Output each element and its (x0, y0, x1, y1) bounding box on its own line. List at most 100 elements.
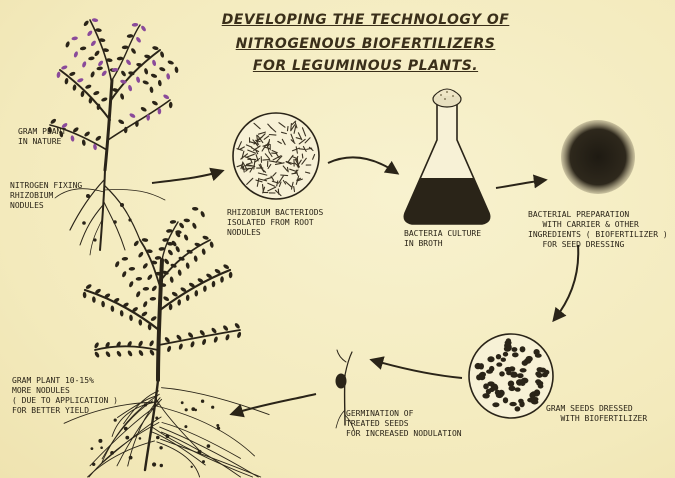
leaflet-mark (177, 269, 182, 276)
title-line-2: NITROGENOUS BIOFERTILIZERS (28, 36, 675, 52)
leaflet-mark (200, 211, 206, 218)
leaflet-mark (167, 249, 174, 256)
arrow-seeds-to-seedling (372, 360, 462, 378)
seed-mark (501, 358, 506, 362)
leaflet-mark (119, 93, 124, 100)
root-nodule (207, 444, 211, 448)
root-nodule (155, 417, 158, 420)
root-nodule (159, 446, 162, 449)
leaflet-mark (234, 322, 241, 329)
leaflet-mark (135, 76, 140, 83)
leaflet-mark (129, 314, 133, 321)
seed-mark (517, 373, 524, 378)
leaflet-mark (158, 80, 163, 87)
leaflet-mark (142, 238, 149, 242)
leaflet-mark (183, 218, 190, 222)
leaflet-mark (183, 234, 189, 241)
bacteroid-mark (246, 166, 254, 167)
leaflet-mark (118, 119, 125, 125)
seed-mark (503, 352, 508, 357)
leaflet-mark (50, 118, 57, 125)
label-nitrogen-fixing-nodules: NITROGEN FIXING RHIZOBIUM NODULES (10, 181, 82, 211)
root-nodule (129, 456, 133, 460)
root-nodule (198, 450, 202, 454)
title-line-3: FOR LEGUMINOUS PLANTS. (28, 58, 675, 74)
seed-mark (506, 338, 511, 343)
seed-mark (521, 378, 529, 384)
leaflet-mark (124, 127, 128, 133)
seed-mark (515, 387, 521, 391)
root-strand (160, 427, 259, 477)
seed-mark (496, 354, 501, 359)
leaflet-mark (127, 350, 133, 357)
seed-mark (535, 379, 541, 384)
leaflet-mark (93, 90, 100, 96)
leaflet-mark (175, 246, 181, 253)
leaflet-mark (199, 329, 206, 336)
leaflet-mark (209, 241, 214, 248)
gram-plant-nature-illustration (48, 18, 179, 255)
root-nodule (156, 436, 160, 440)
leaflet-mark (135, 120, 139, 126)
root-nodule (152, 462, 156, 466)
leaflet-mark (192, 207, 199, 211)
arrow-seedling-to-plant (232, 394, 316, 414)
seed-mark (511, 347, 517, 352)
root-nodule (100, 446, 103, 449)
leaflet-mark (163, 258, 170, 265)
root-nodule (166, 434, 170, 438)
leaflet-mark (186, 295, 190, 302)
root-nodule (125, 436, 129, 440)
biofertilizer-dish (561, 120, 635, 194)
leaflet-mark (149, 340, 155, 347)
leaflet-mark (136, 277, 143, 281)
leaflet-mark (142, 80, 149, 86)
leaflet-mark (142, 301, 148, 308)
leaflet-mark (133, 240, 140, 247)
seed-mark (479, 375, 485, 380)
arrow-dish-to-flask (328, 157, 397, 173)
leaflet-mark (150, 315, 157, 322)
seed-mark (508, 381, 514, 387)
seed-mark (535, 353, 542, 357)
seed-mark (487, 381, 494, 386)
leaflet-mark (128, 281, 134, 288)
leaflet-mark (211, 327, 218, 334)
leaflet-mark (151, 100, 158, 106)
culture-flask (404, 89, 489, 224)
root-strand (156, 406, 254, 456)
seed-mark (486, 389, 491, 395)
leaflet-mark (140, 106, 147, 112)
leaflet-mark (70, 135, 75, 142)
gram-plant-result-illustration (64, 207, 269, 477)
leaflet-mark (150, 297, 157, 301)
root-nodule (98, 439, 102, 443)
label-gram-seeds-dressed: GRAM SEEDS DRESSED WITH BIOFERTILIZER (546, 404, 647, 424)
leaflet-mark (129, 267, 136, 271)
leaflet-mark (149, 86, 154, 93)
root-nodule (217, 427, 220, 430)
leaflet-mark (138, 349, 144, 356)
seed-mark (509, 366, 515, 371)
leaflet-mark (220, 276, 224, 283)
label-rhizobium-isolated: RHIZOBIUM BACTERIODS ISOLATED FROM ROOT … (227, 208, 323, 238)
root-nodule (181, 401, 184, 404)
leaflet-mark (120, 310, 124, 317)
leaflet-mark (163, 295, 170, 301)
seed-mark (519, 401, 524, 407)
seed-mark (496, 362, 502, 366)
leaflet-mark (190, 341, 195, 348)
leaflet-mark (178, 343, 183, 350)
root-nodule (191, 466, 193, 468)
leaflet-mark (72, 84, 77, 91)
leaflet-mark (213, 336, 218, 343)
leaflet-mark (185, 262, 190, 269)
label-gram-plant-nature: GRAM PLANT IN NATURE (18, 127, 66, 147)
leaflet-mark (142, 262, 149, 269)
root-nodule (216, 424, 219, 427)
root-nodule (110, 451, 114, 455)
seed-mark (531, 391, 537, 397)
seed-mark (495, 390, 501, 396)
leaflet-mark (201, 338, 206, 345)
